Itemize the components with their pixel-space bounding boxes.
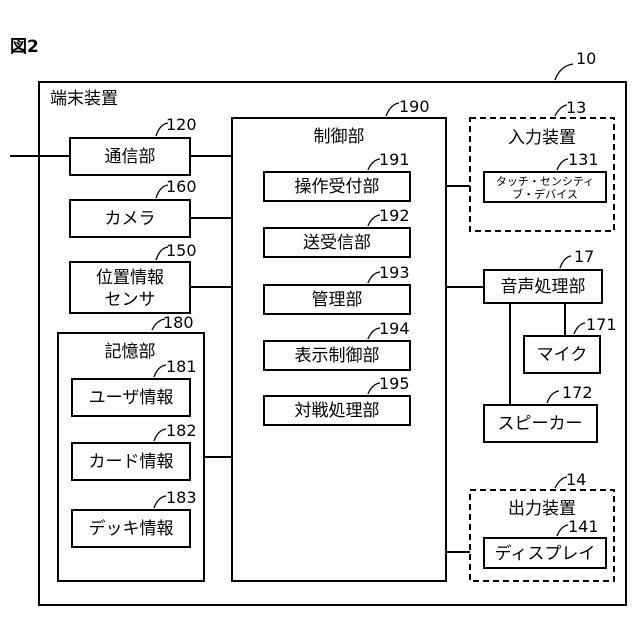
figure-label: 図2: [10, 37, 39, 57]
user-info-label: ユーザ情報: [89, 388, 174, 408]
touch-device-label-1: タッチ・センシティ: [496, 175, 594, 188]
display-control-ref: 194: [379, 319, 410, 338]
position-sensor-label-2: センサ: [105, 290, 156, 310]
battle-process-ref: 195: [379, 374, 410, 393]
deck-info-label: デッキ情報: [89, 518, 174, 539]
input-device-ref: 13: [566, 98, 586, 117]
send-receive-label: 送受信部: [303, 233, 371, 253]
speaker-ref: 172: [562, 383, 593, 402]
position-sensor-label-1: 位置情報: [96, 268, 164, 288]
output-device-label: 出力装置: [508, 499, 576, 519]
comm-unit-ref: 120: [166, 115, 197, 134]
touch-device-ref: 131: [568, 150, 599, 169]
management-label: 管理部: [312, 290, 363, 310]
terminal-device-ref: 10: [576, 49, 596, 68]
camera-ref: 160: [166, 177, 197, 196]
display-control-label: 表示制御部: [295, 346, 380, 366]
send-receive-ref: 192: [379, 206, 410, 225]
audio-processing-label: 音声処理部: [501, 277, 586, 297]
control-unit-label: 制御部: [314, 127, 365, 147]
mic-label: マイク: [537, 345, 588, 365]
battle-process-label: 対戦処理部: [295, 401, 380, 421]
mic-ref: 171: [586, 315, 617, 334]
touch-device-label-2: ブ・デバイス: [512, 187, 578, 201]
display-ref: 141: [568, 517, 599, 536]
control-unit-ref: 190: [399, 97, 430, 116]
audio-processing-ref: 17: [574, 247, 594, 266]
input-device-label: 入力装置: [508, 128, 576, 148]
storage-label: 記憶部: [105, 342, 156, 362]
position-sensor-ref: 150: [166, 241, 197, 260]
display-label: ディスプレイ: [495, 543, 596, 564]
user-info-ref: 181: [166, 357, 197, 376]
camera-label: カメラ: [105, 209, 156, 229]
storage-ref: 180: [163, 313, 194, 332]
terminal-device-label: 端末装置: [50, 89, 118, 109]
operation-receive-label: 操作受付部: [295, 177, 380, 197]
management-ref: 193: [379, 263, 410, 282]
speaker-label: スピーカー: [498, 414, 583, 434]
card-info-ref: 182: [166, 421, 197, 440]
comm-unit-label: 通信部: [105, 147, 156, 167]
output-device-ref: 14: [566, 470, 586, 489]
operation-receive-ref: 191: [379, 150, 410, 169]
card-info-label: カード情報: [89, 452, 174, 472]
terminal-device-leader: [555, 64, 573, 80]
deck-info-ref: 183: [166, 488, 197, 507]
